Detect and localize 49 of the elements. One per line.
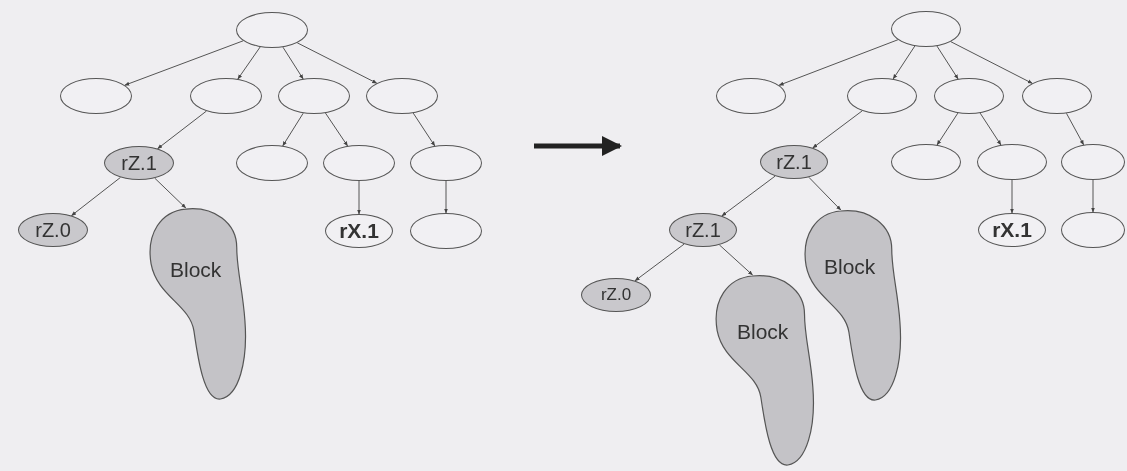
empty-ellipse bbox=[366, 78, 438, 114]
empty-ellipse bbox=[236, 12, 308, 48]
arrow bbox=[157, 110, 207, 150]
arrow bbox=[718, 244, 753, 276]
arrow bbox=[634, 243, 685, 282]
empty-ellipse bbox=[1061, 144, 1125, 180]
node-label: rZ.1 bbox=[121, 151, 157, 175]
node-label: rX.1 bbox=[339, 219, 379, 243]
node-label: rZ.0 bbox=[600, 285, 632, 305]
arrow bbox=[124, 40, 244, 86]
empty-ellipse bbox=[891, 11, 961, 47]
arrow bbox=[892, 45, 916, 80]
arrow bbox=[296, 42, 378, 84]
block-shape bbox=[802, 209, 904, 401]
arrow bbox=[444, 180, 448, 214]
node-label: rZ.0 bbox=[35, 218, 71, 242]
arrow bbox=[237, 46, 261, 80]
arrow bbox=[979, 112, 1002, 146]
arrow bbox=[721, 175, 776, 217]
empty-ellipse bbox=[60, 78, 132, 114]
empty-ellipse bbox=[1022, 78, 1092, 114]
empty-ellipse bbox=[977, 144, 1047, 180]
arrow bbox=[1065, 112, 1085, 146]
empty-ellipse bbox=[1061, 212, 1125, 248]
arrow bbox=[950, 41, 1033, 84]
node-label: rX.1 bbox=[992, 218, 1032, 242]
arrow bbox=[1010, 179, 1014, 214]
arrow bbox=[282, 46, 304, 80]
arrow bbox=[812, 110, 863, 149]
arrow bbox=[282, 112, 304, 147]
empty-ellipse bbox=[716, 78, 786, 114]
arrow bbox=[1091, 179, 1095, 213]
empty-ellipse bbox=[847, 78, 917, 114]
node-label: Block bbox=[824, 255, 876, 279]
block-shape bbox=[147, 207, 249, 400]
node-label: Block bbox=[737, 320, 789, 344]
arrow bbox=[324, 112, 349, 147]
arrow bbox=[936, 45, 959, 80]
arrow bbox=[936, 112, 959, 146]
block-shape bbox=[713, 274, 817, 466]
node-label: rZ.1 bbox=[776, 150, 812, 174]
arrow bbox=[778, 39, 899, 86]
arrow bbox=[71, 176, 121, 217]
node-label: rZ.1 bbox=[685, 218, 721, 242]
empty-ellipse bbox=[891, 144, 961, 180]
arrow bbox=[412, 112, 436, 147]
node-label: Block bbox=[170, 258, 222, 282]
empty-ellipse bbox=[934, 78, 1004, 114]
arrow bbox=[357, 180, 361, 215]
